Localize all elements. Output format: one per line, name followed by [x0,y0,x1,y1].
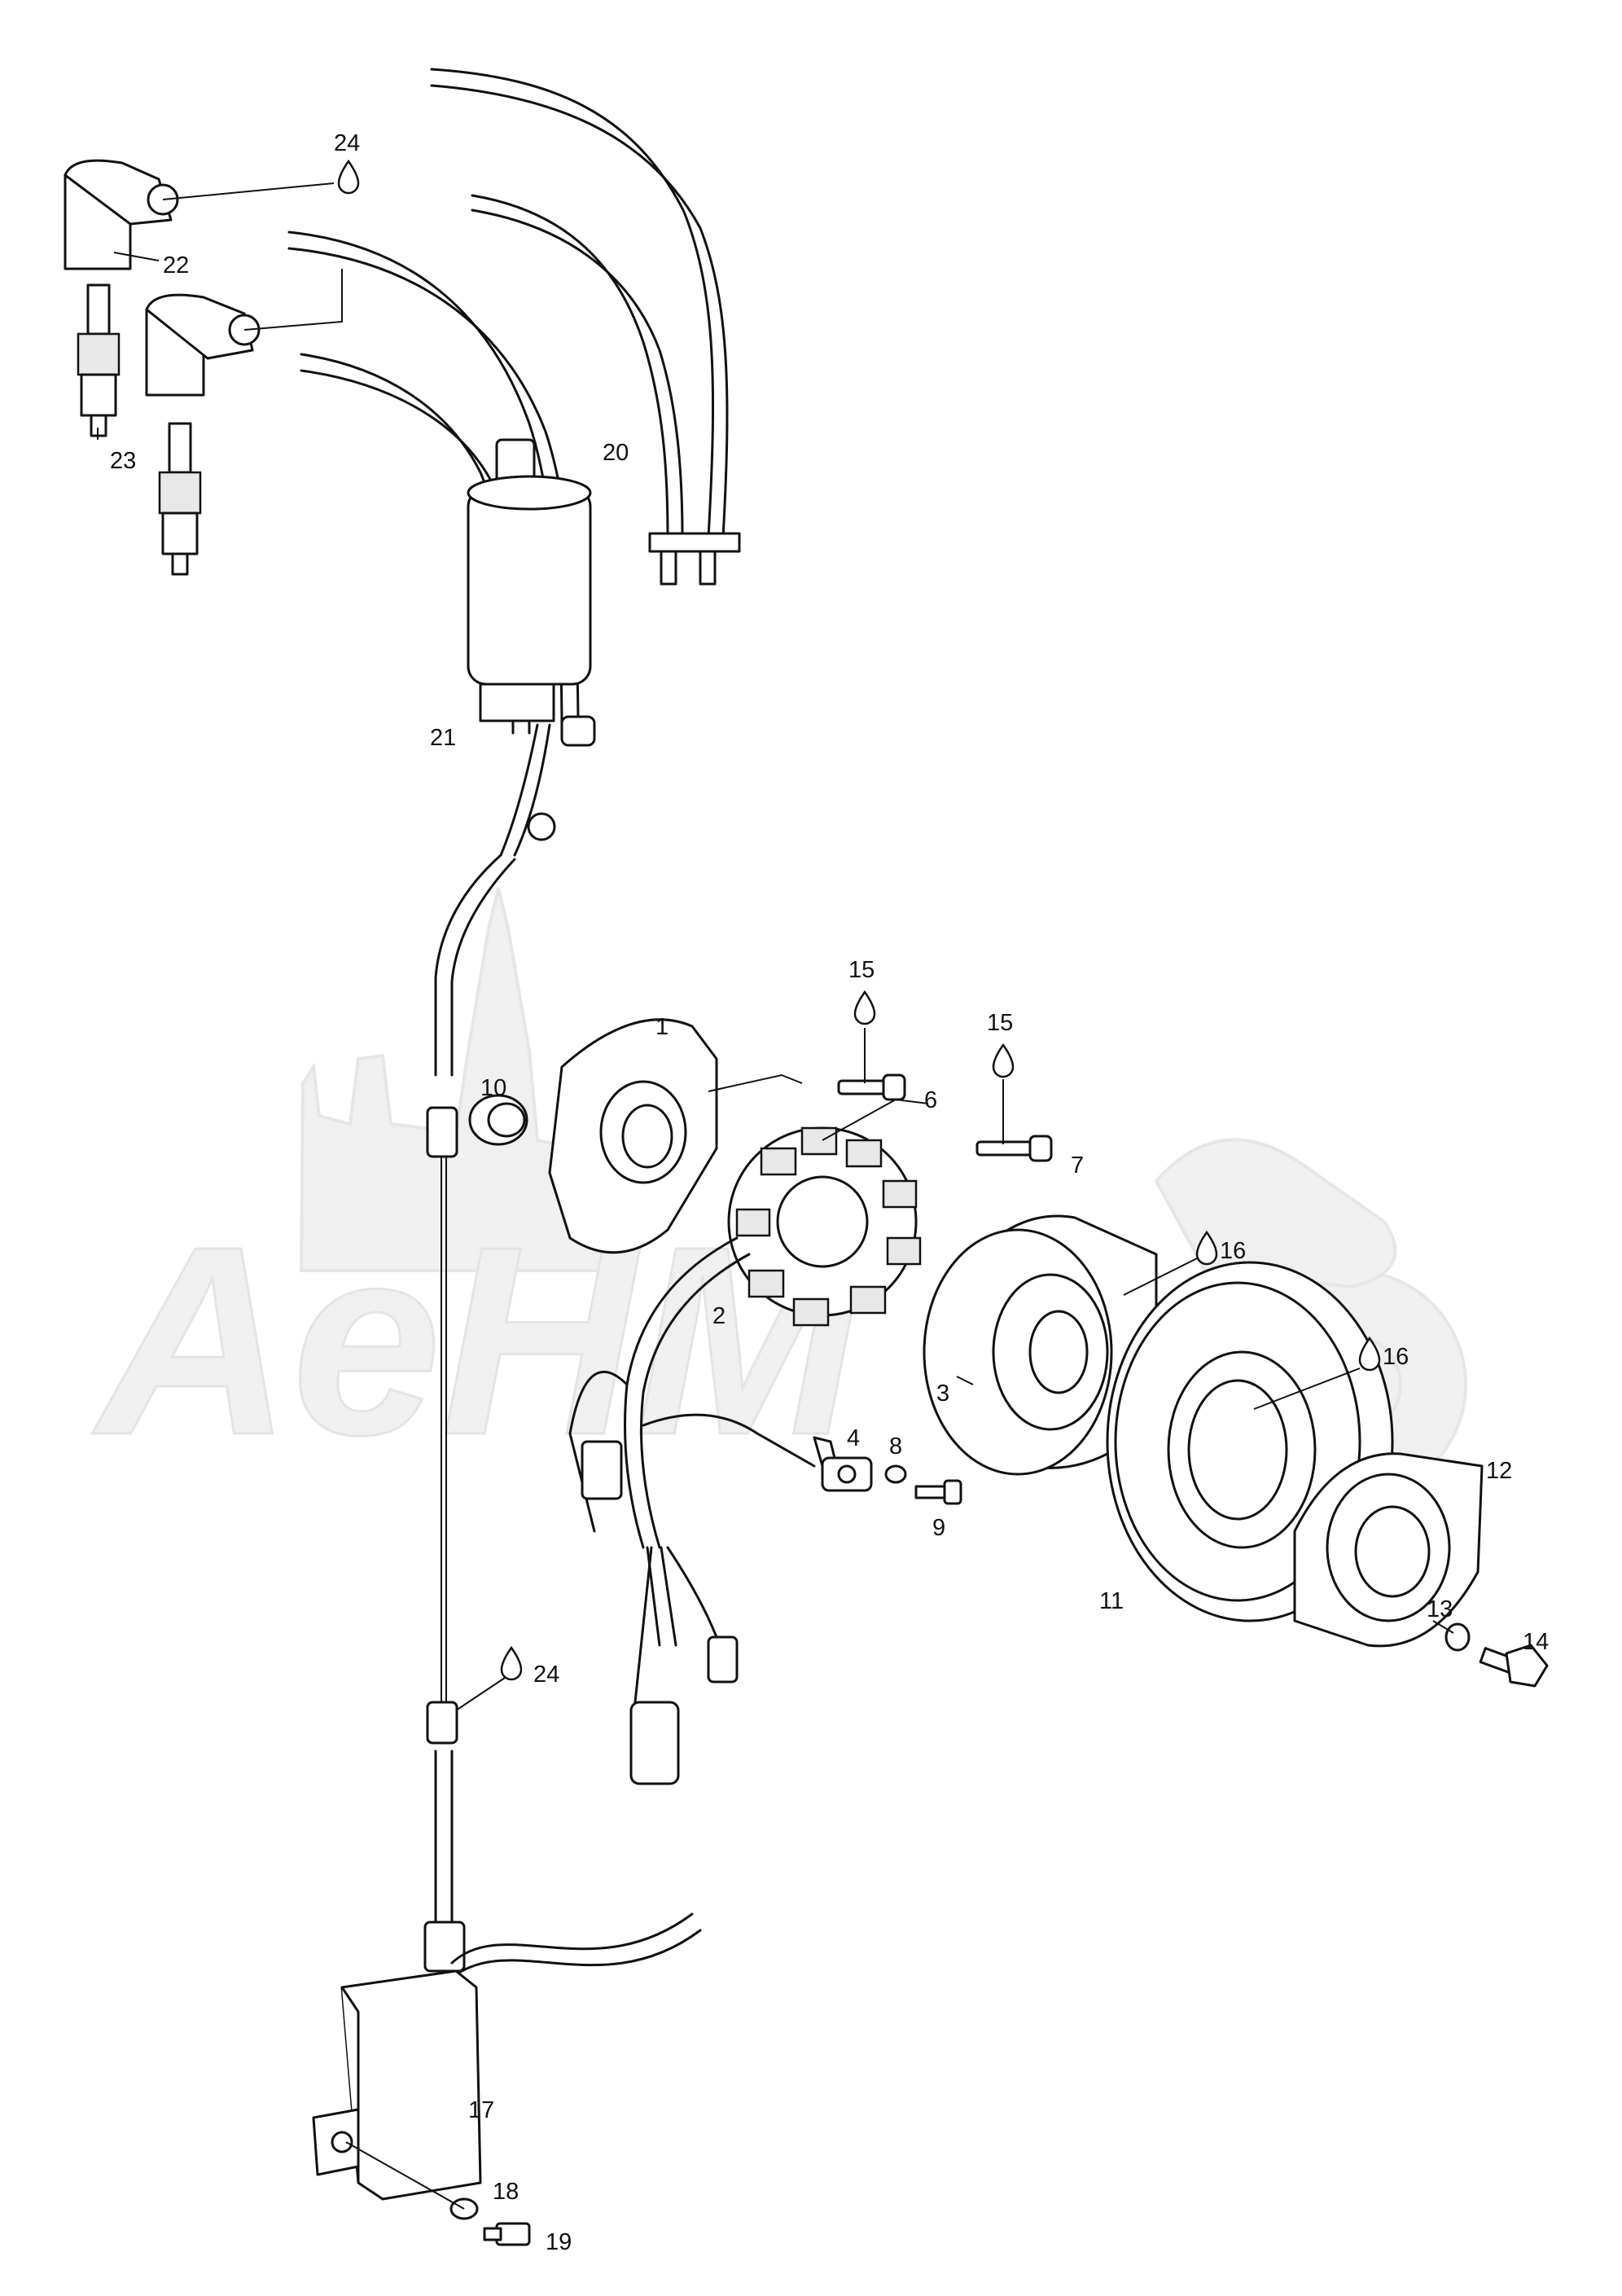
callout-3: 3 [936,1381,949,1407]
pickup-coil [813,1436,873,1492]
grommet [468,1094,528,1146]
leader-lines [97,182,1454,1711]
callout-labels: 24 22 23 20 21 15 15 1 10 6 7 16 16 2 3 … [110,130,1549,2255]
callout-6: 6 [924,1087,937,1113]
callout-8: 8 [889,1433,902,1460]
callout-12: 12 [1486,1458,1512,1484]
screw-9 [914,1479,962,1505]
screw-7 [975,1135,1053,1162]
callout-10: 10 [480,1075,506,1101]
callout-14: 14 [1523,1629,1549,1655]
screw-6 [837,1073,906,1101]
callout-7: 7 [1071,1152,1084,1179]
callout-19: 19 [546,2229,572,2255]
spark-plug-caps [64,159,261,397]
drop-symbol-24b [500,1645,523,1681]
recoil-pulley [1293,1452,1484,1648]
drop-symbol-16b [1358,1336,1381,1372]
callout-23: 23 [110,448,136,474]
callout-15a: 15 [848,957,875,983]
base-plate [548,1018,718,1254]
callout-13: 13 [1427,1596,1453,1622]
callout-17: 17 [468,2097,494,2123]
washer-8 [884,1464,907,1484]
callout-16a: 16 [1220,1238,1246,1264]
callout-24a: 24 [334,130,360,156]
callout-24b: 24 [533,1662,559,1688]
bolt-14 [1479,1644,1549,1688]
callout-22: 22 [163,252,189,279]
drop-symbol-16a [1195,1230,1218,1266]
callout-9: 9 [932,1515,945,1541]
callout-4: 4 [847,1425,860,1451]
callout-21: 21 [430,725,456,751]
callout-2: 2 [712,1303,726,1329]
stator [568,1126,922,1785]
callout-16b: 16 [1383,1344,1409,1370]
coil-to-cdi-cable [423,854,702,1979]
callout-1: 1 [655,1014,669,1040]
flywheel [923,1214,1158,1476]
ignition-coil [467,438,596,857]
washer-13 [1444,1622,1471,1652]
drop-symbol-24a [337,159,360,195]
spark-plugs [77,283,202,576]
drop-symbol-15a [853,990,876,1025]
cdi-unit [312,1969,531,2246]
drop-symbol-15b [992,1043,1015,1078]
callout-20: 20 [603,440,629,466]
callout-11: 11 [1099,1588,1124,1614]
callout-18: 18 [493,2179,519,2205]
callout-15b: 15 [987,1010,1013,1036]
